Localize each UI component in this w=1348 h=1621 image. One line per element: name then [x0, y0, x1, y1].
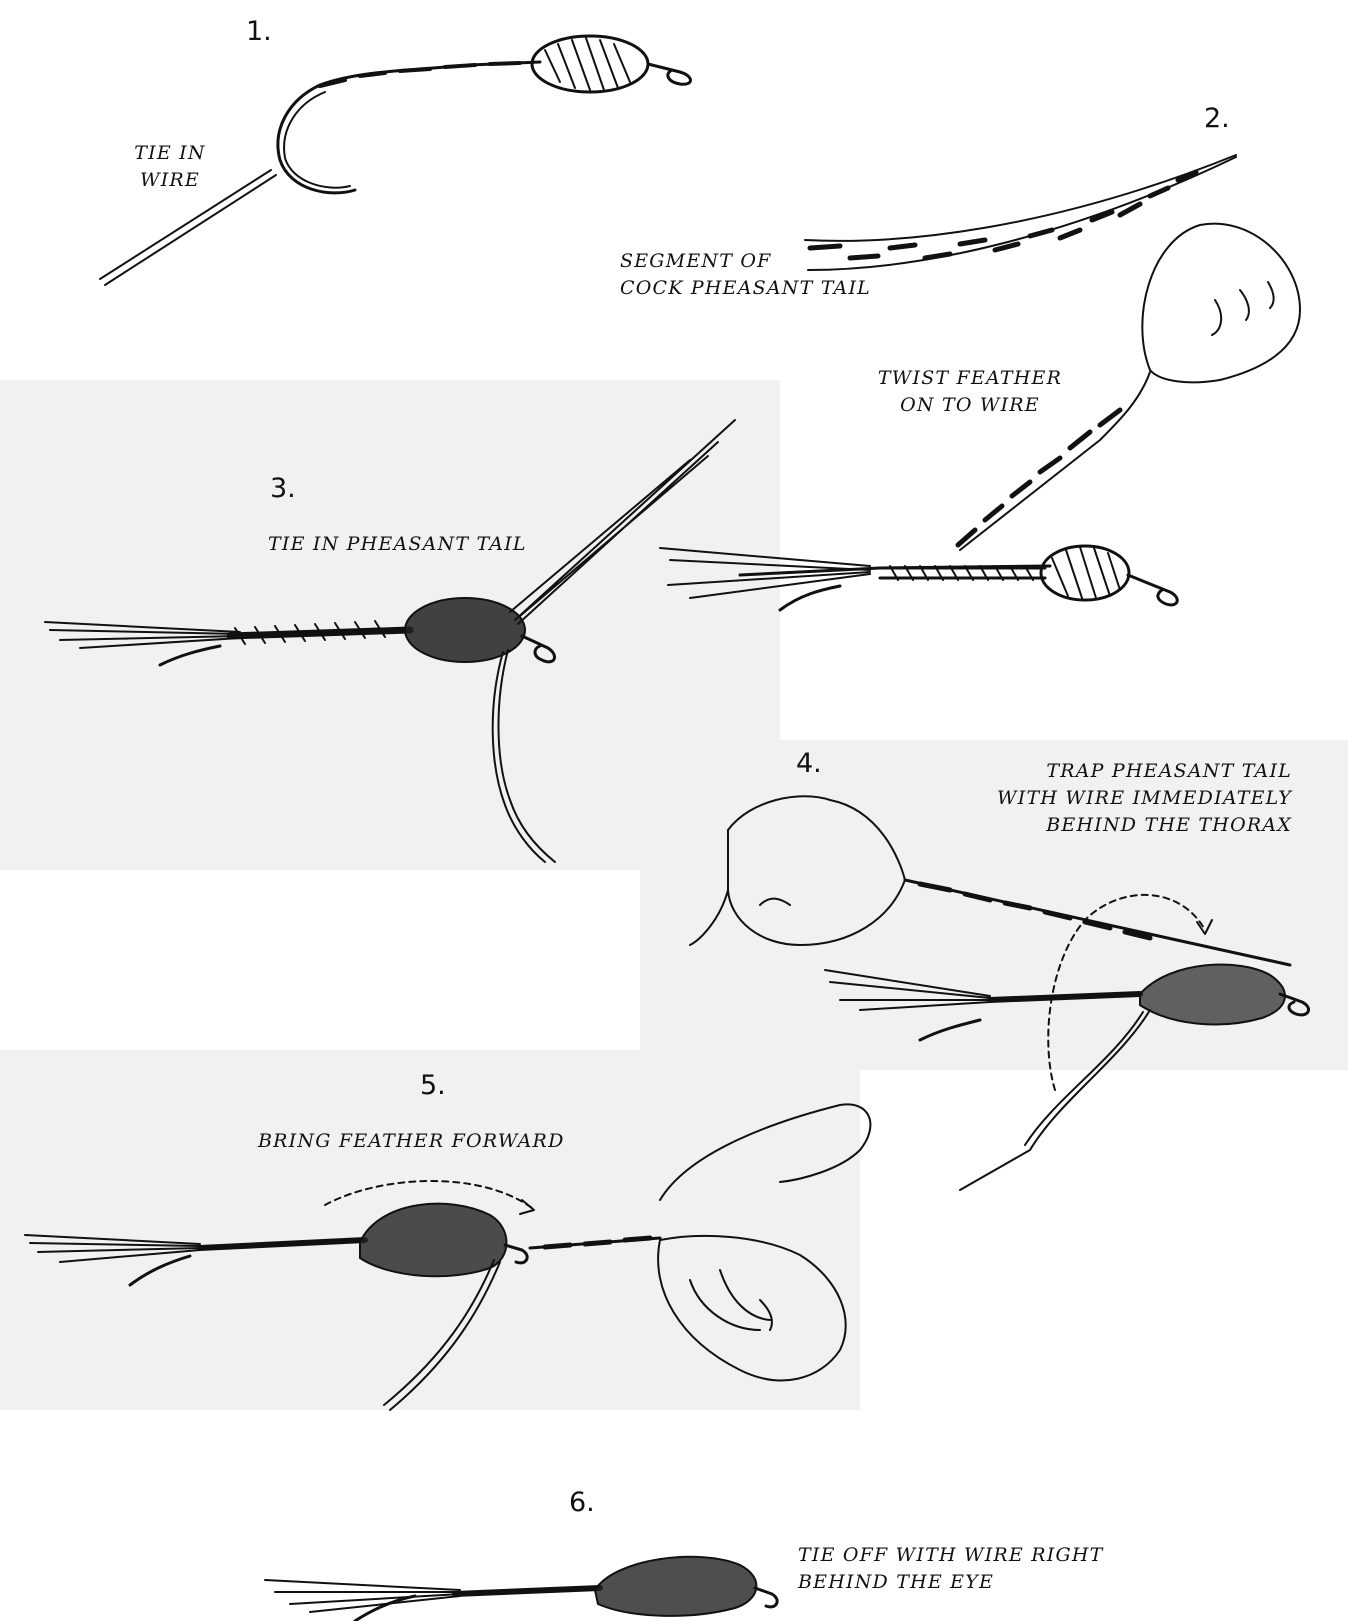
step-6-caption: TIE OFF WITH WIRE RIGHT BEHIND THE EYE — [798, 1542, 1103, 1596]
caption-line: TRAP PHEASANT TAIL — [940, 758, 1292, 785]
feather-segment-label: SEGMENT OF COCK PHEASANT TAIL — [620, 248, 871, 302]
caption-line: TIE OFF WITH WIRE RIGHT — [798, 1542, 1103, 1569]
caption-line: TIE IN PHEASANT TAIL — [268, 531, 527, 558]
step-5-caption: BRING FEATHER FORWARD — [258, 1128, 565, 1155]
caption-line: BEHIND THE EYE — [798, 1569, 1103, 1596]
step-6-number: 6. — [569, 1487, 595, 1518]
caption-line: WIRE — [110, 167, 230, 194]
step-2-caption: TWIST FEATHER ON TO WIRE — [850, 365, 1090, 419]
caption-line: ON TO WIRE — [850, 392, 1090, 419]
step-4-caption: TRAP PHEASANT TAIL WITH WIRE IMMEDIATELY… — [940, 758, 1292, 839]
caption-line: BRING FEATHER FORWARD — [258, 1128, 565, 1155]
caption-line: BEHIND THE THORAX — [940, 812, 1292, 839]
step-1-number: 1. — [246, 16, 272, 47]
caption-line: COCK PHEASANT TAIL — [620, 275, 871, 302]
caption-line: WITH WIRE IMMEDIATELY — [940, 785, 1292, 812]
step-3-caption: TIE IN PHEASANT TAIL — [268, 531, 527, 558]
caption-line: TWIST FEATHER — [850, 365, 1090, 392]
step-6-drawing — [265, 1557, 777, 1621]
step-3-number: 3. — [270, 473, 296, 504]
caption-line: TIE IN — [110, 140, 230, 167]
thumb-outline — [1142, 224, 1300, 383]
caption-line: SEGMENT OF — [620, 248, 871, 275]
step-4-number: 4. — [796, 748, 822, 779]
step-1-caption: TIE IN WIRE — [110, 140, 230, 194]
step-2-number: 2. — [1204, 103, 1230, 134]
step-5-number: 5. — [420, 1070, 446, 1101]
thorax-ball — [532, 36, 648, 92]
